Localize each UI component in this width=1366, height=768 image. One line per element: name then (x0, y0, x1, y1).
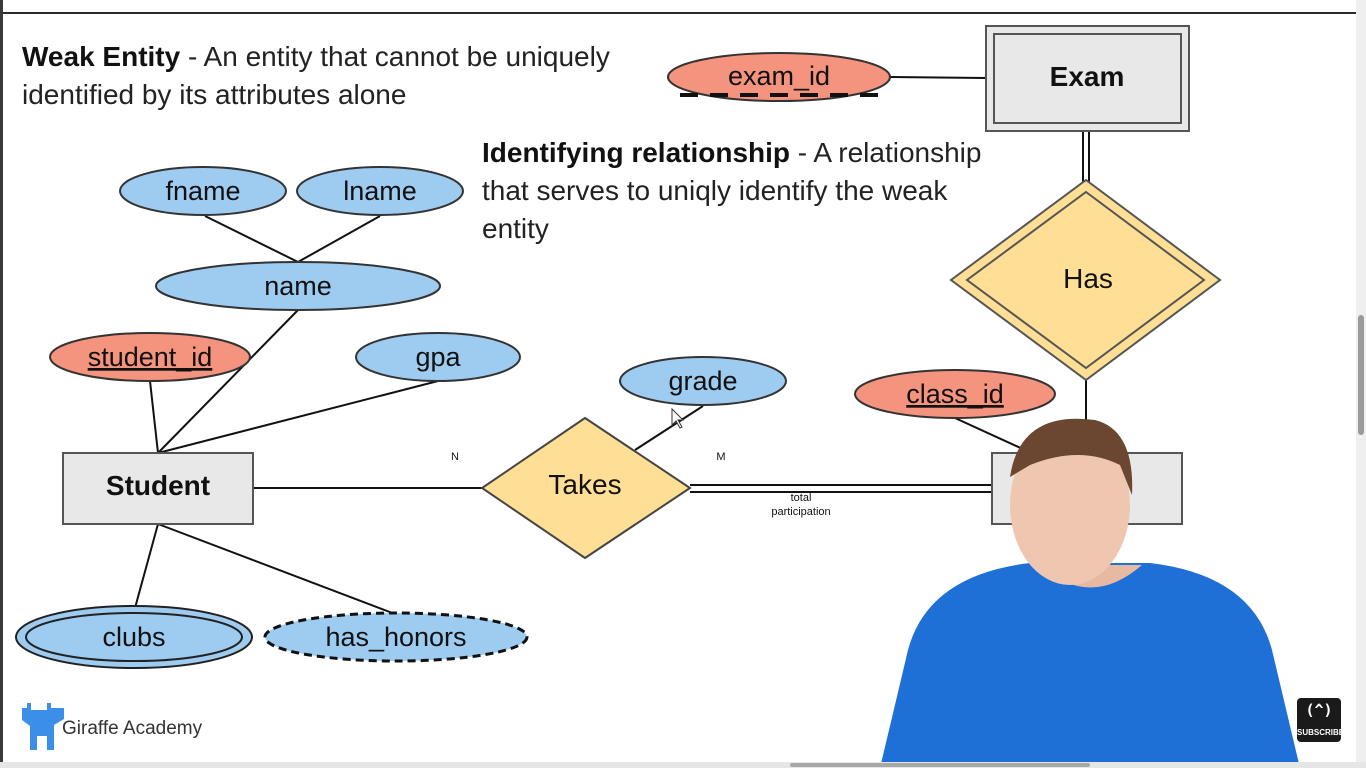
weak-entity-term: Weak Entity (22, 41, 181, 72)
relationship-takes (480, 416, 692, 560)
attribute-gpa (355, 332, 521, 382)
relationship-takes-label: Takes (548, 469, 621, 500)
weak-entity-exam-label: Exam (1050, 61, 1125, 92)
presenter-video (880, 418, 1300, 768)
class-id-line (954, 417, 1026, 451)
lname-name-line (297, 215, 381, 263)
weak-entity-definition: Weak Entity - An entity that cannot be u… (22, 38, 622, 114)
cardinality-m: M (716, 451, 725, 463)
attribute-grade (619, 356, 787, 406)
attribute-lname (296, 166, 464, 216)
connectors (134, 76, 1090, 615)
relationship-has-label: Has (1063, 263, 1113, 294)
gpa-student-line (157, 380, 439, 454)
attribute-grade-label: grade (668, 366, 737, 396)
identifying-relationship-term: Identifying relationship (482, 137, 791, 168)
left-border (0, 0, 3, 768)
attribute-name-label: name (264, 271, 332, 301)
grade-takes-line (634, 405, 704, 451)
entity-student (62, 452, 254, 525)
entity-student-label: Student (106, 470, 210, 501)
mouse-cursor-icon (671, 407, 685, 429)
attribute-exam-id (667, 52, 891, 102)
attribute-fname-label: fname (165, 176, 240, 206)
clubs-line (134, 523, 159, 609)
weak-entity-text: - An entity that cannot be uniquely iden… (22, 41, 610, 110)
attribute-has-honors-label: has_honors (325, 622, 466, 652)
attribute-has-honors-derived (263, 611, 529, 663)
attribute-fname (119, 166, 287, 216)
weak-entity-exam-inner (993, 33, 1182, 124)
name-student-line (157, 309, 299, 454)
note-participation: participation (771, 506, 830, 518)
attribute-clubs-inner (25, 612, 243, 662)
has-honors-line (157, 523, 396, 615)
subscribe-button[interactable]: (^) SUBSCRIBE (1297, 698, 1345, 742)
identifying-relationship-text: - A relationship that serves to uniqly i… (482, 137, 982, 244)
exam-id-line (889, 76, 987, 79)
identifying-relationship-definition: Identifying relationship - A relationshi… (482, 134, 982, 248)
vertical-scrollbar-thumb[interactable] (1358, 315, 1364, 435)
freecodecamp-icon: (^) (1305, 701, 1333, 719)
fname-name-line (204, 215, 299, 263)
attribute-student-id-label: student_id (88, 342, 213, 372)
cardinality-n: N (451, 451, 459, 463)
top-bar (0, 0, 1366, 14)
attribute-student-id (49, 332, 251, 382)
attribute-exam-id-label: exam_id (728, 61, 830, 91)
presenter-shirt (880, 563, 1300, 768)
attribute-class-id-label: class_id (906, 379, 1004, 409)
attribute-lname-label: lname (343, 176, 417, 206)
attribute-name (155, 261, 441, 311)
student-id-line (149, 380, 159, 454)
identifying-relationship-has-inner (965, 190, 1206, 370)
attribute-clubs-label: clubs (102, 622, 165, 652)
subscribe-label: SUBSCRIBE (1297, 728, 1345, 737)
note-total: total (791, 492, 812, 504)
horizontal-scrollbar-thumb[interactable] (790, 763, 1090, 767)
horizontal-scrollbar[interactable] (0, 762, 1366, 768)
brand-name: Giraffe Academy (62, 718, 203, 739)
presenter-face (1010, 425, 1130, 585)
giraffe-logo-icon (22, 703, 64, 750)
attribute-gpa-label: gpa (415, 342, 461, 372)
attribute-class-id (854, 369, 1056, 419)
presenter-hair (1010, 418, 1133, 495)
attribute-clubs-multivalued (15, 605, 253, 669)
